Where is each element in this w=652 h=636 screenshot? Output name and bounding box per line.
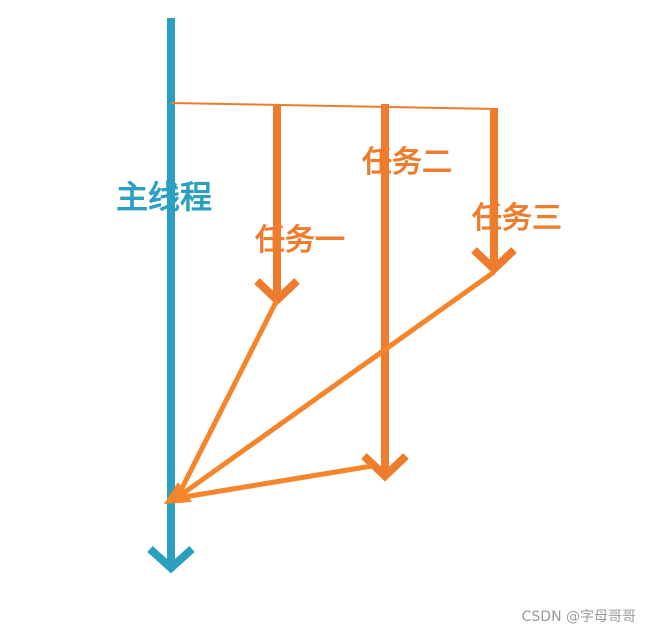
join-line-task-3: [176, 269, 496, 500]
task-2-label: 任务二: [361, 145, 452, 180]
task-3-arrowhead: [471, 247, 517, 275]
task-2-arrowhead: [361, 453, 409, 482]
join-line-task-2: [177, 463, 373, 501]
main-thread-arrowhead: [147, 546, 195, 574]
main-thread-label: 主线程: [116, 178, 212, 216]
task-2: 任务二: [361, 104, 452, 482]
join-lines: [164, 269, 496, 504]
task-3-label: 任务三: [471, 201, 562, 236]
main-thread: 主线程: [116, 18, 212, 574]
task-3: 任务三: [471, 108, 562, 275]
join-line-task-1: [175, 298, 280, 498]
fork-line: [170, 102, 499, 110]
join-arrowhead: [164, 482, 192, 504]
task-1: 任务一: [254, 105, 345, 306]
task-1-label: 任务一: [254, 223, 345, 258]
watermark: CSDN @字母哥哥: [521, 609, 636, 625]
